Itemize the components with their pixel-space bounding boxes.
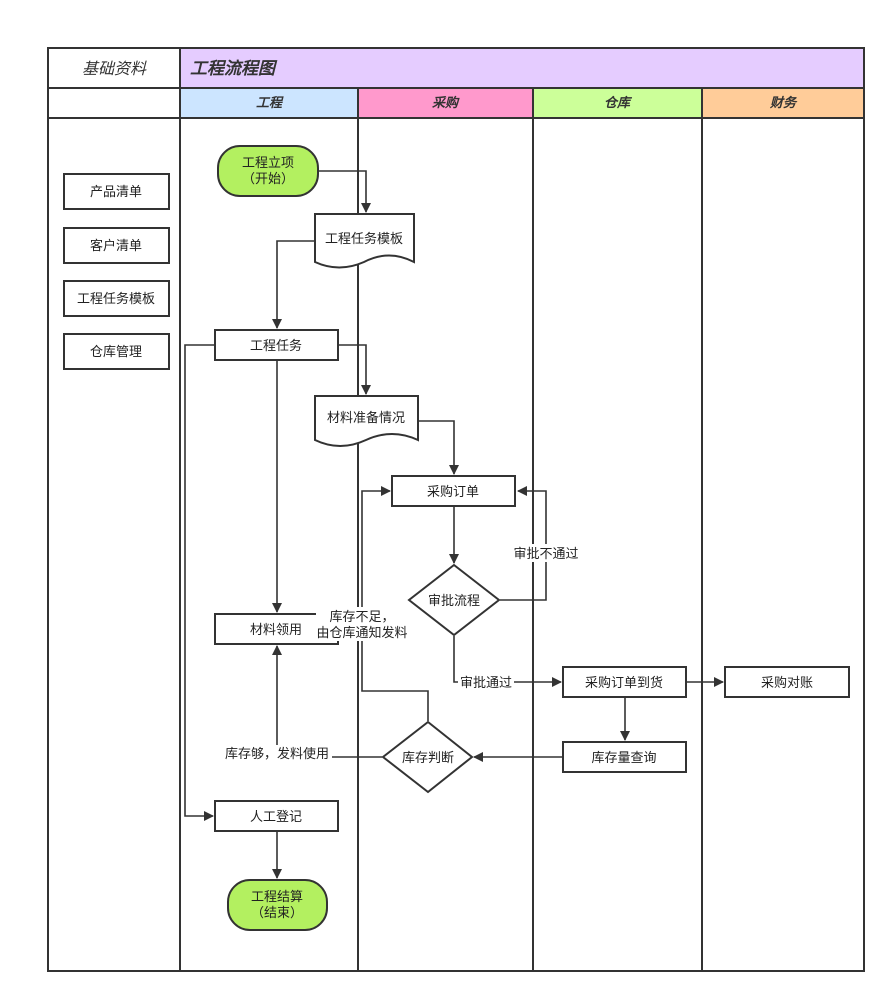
node-task-template[interactable]: 工程任务模板 [314, 213, 415, 269]
lane-label-engineering: 工程 [256, 95, 284, 111]
node-material-prep[interactable]: 材料准备情况 [314, 395, 419, 447]
title-band [180, 48, 864, 88]
lane-header-bg-finance [702, 88, 864, 118]
sidebar-item-product-list[interactable]: 产品清单 [63, 173, 170, 210]
sidebar-item-label: 客户清单 [90, 238, 142, 254]
sidebar-item-label: 仓库管理 [90, 344, 142, 360]
node-label: 库存量查询 [591, 750, 656, 766]
lane-header-bg-warehouse [533, 88, 702, 118]
node-label: 人工登记 [250, 810, 302, 825]
node-stock-query[interactable]: 库存量查询 [562, 741, 687, 773]
node-approval-flow[interactable]: 审批流程 [407, 563, 501, 637]
node-label: 库存判断 [402, 750, 454, 766]
edge-start-to-template [318, 170, 371, 213]
sidebar-item-task-template[interactable]: 工程任务模板 [63, 280, 170, 317]
lane-label-warehouse: 仓库 [604, 95, 633, 111]
node-purchase-reconcile[interactable]: 采购对账 [724, 666, 850, 698]
edge-stock-enough-to-request [272, 645, 382, 758]
node-label: 工程结算 [251, 890, 303, 905]
node-manual-register[interactable]: 人工登记 [214, 800, 339, 832]
node-label: 审批流程 [428, 594, 480, 609]
node-project-start[interactable]: 工程立项 （开始） [217, 145, 319, 197]
svg-text:库存够，发料使用: 库存够，发料使用 [225, 746, 329, 762]
node-stock-check[interactable]: 库存判断 [381, 720, 474, 794]
svg-text:库存不足，: 库存不足， [329, 609, 394, 625]
node-project-settle[interactable]: 工程结算 （结束） [227, 879, 328, 931]
lane-label-purchasing: 采购 [432, 95, 460, 111]
edge-approval-passed [453, 636, 562, 687]
swimlane-grid [47, 47, 865, 972]
node-project-task[interactable]: 工程任务 [214, 329, 339, 361]
node-label: 材料准备情况 [327, 410, 405, 426]
edge-label-approval-rejected: 审批不通过 [512, 544, 580, 562]
svg-text:由仓库通知发料: 由仓库通知发料 [316, 625, 407, 641]
edge-template-to-task [272, 240, 315, 329]
node-purchase-order[interactable]: 采购订单 [391, 475, 516, 507]
edge-label-stock-enough: 库存够，发料使用 [222, 745, 332, 763]
lane-header-bg-engineering [180, 88, 358, 118]
node-label: （结束） [251, 906, 303, 921]
edge-task-to-material-prep [338, 344, 371, 395]
node-label: 工程立项 [242, 156, 294, 171]
node-label: （开始） [242, 172, 294, 187]
sidebar-title: 基础资料 [82, 59, 147, 78]
edge-label-approval-passed: 审批通过 [458, 673, 514, 691]
node-order-arrival[interactable]: 采购订单到货 [562, 666, 687, 698]
node-label: 采购对账 [761, 675, 813, 691]
sidebar-item-warehouse-mgmt[interactable]: 仓库管理 [63, 333, 170, 370]
edge-material-prep-to-order [418, 420, 459, 475]
sidebar-item-label: 工程任务模板 [77, 291, 155, 307]
edge-label-stock-insufficient: 库存不足， 由仓库通知发料 [316, 607, 410, 641]
sidebar-item-customer-list[interactable]: 客户清单 [63, 227, 170, 264]
node-label: 采购订单 [427, 484, 479, 500]
node-label: 材料领用 [250, 623, 302, 638]
chart-title: 工程流程图 [190, 59, 278, 79]
lane-label-finance: 财务 [769, 95, 798, 111]
node-label: 工程任务模板 [325, 231, 403, 247]
svg-text:审批通过: 审批通过 [460, 676, 512, 691]
lane-header-bg-purchasing [358, 88, 533, 118]
svg-text:审批不通过: 审批不通过 [513, 547, 578, 562]
edge-task-to-register [184, 344, 215, 821]
edge-stock-insufficient-to-order [361, 486, 429, 721]
node-label: 工程任务 [250, 338, 302, 354]
sidebar-item-label: 产品清单 [90, 185, 142, 200]
node-label: 采购订单到货 [585, 675, 663, 691]
